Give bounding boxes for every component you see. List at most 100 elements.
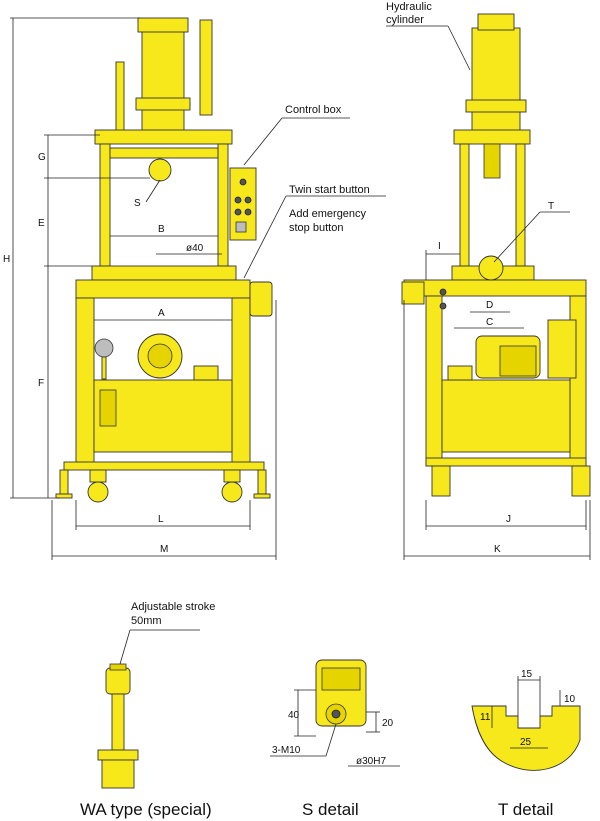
front-cylinder [141, 29, 185, 136]
side-frame-top [403, 279, 587, 297]
front-platen [109, 147, 219, 159]
pressure-gauge-icon [94, 338, 114, 358]
wa-stroke-knob [105, 667, 131, 695]
front-caster-right [221, 481, 243, 503]
dim-H: H [3, 254, 10, 265]
side-cylinder [471, 27, 521, 137]
front-oil-tank [93, 379, 233, 453]
side-top-plate [453, 129, 531, 145]
wa-type-detail: Adjustable stroke 50mm [97, 601, 215, 789]
side-pump [547, 319, 577, 379]
wa-cylinder-top [101, 759, 135, 789]
switch-icon [235, 221, 247, 233]
motor-body-icon [499, 345, 537, 377]
front-cylinder-cap [137, 17, 189, 33]
button-icon [244, 208, 252, 216]
caster-fork [89, 469, 107, 483]
dim-t25: 25 [520, 737, 532, 748]
s-block-top [321, 667, 361, 691]
side-column-right [515, 143, 526, 267]
wa-flange [97, 749, 139, 761]
side-frame-leg-left [425, 295, 443, 467]
leveling-foot [59, 469, 69, 495]
front-frame-top [75, 279, 251, 299]
front-cylinder-flange [135, 97, 191, 111]
dim-t10: 10 [564, 694, 576, 705]
side-column-left [459, 143, 470, 267]
dim-C: C [486, 317, 493, 328]
dim-T: T [548, 201, 554, 212]
wa-rod [111, 693, 125, 751]
side-caster-right [571, 465, 591, 497]
oil-level-gauge-icon [99, 389, 117, 427]
label-hydraulic-line1: Hydraulic [386, 1, 432, 13]
s-detail: 40 20 3-M10 ø30H7 [270, 659, 400, 767]
button-icon [244, 196, 252, 204]
dim-S: S [134, 198, 141, 209]
dim-M: M [160, 544, 168, 555]
front-base [63, 461, 265, 471]
front-view [55, 17, 273, 503]
front-labels: Control box Twin start button Add emerge… [243, 104, 386, 279]
label-emergency-line2: stop button [289, 222, 343, 234]
dim-I: I [438, 241, 441, 252]
dim-G: G [38, 152, 46, 163]
t-detail: 15 10 11 25 [471, 669, 581, 771]
dim-K: K [494, 544, 501, 555]
button-icon [439, 302, 447, 310]
dim-L: L [158, 514, 164, 525]
dim-t11: 11 [480, 712, 491, 723]
wa-knob-top [109, 663, 127, 671]
leveling-pad [55, 493, 73, 499]
gauge-pipe [101, 356, 107, 380]
label-adjustable-line1: Adjustable stroke [131, 601, 215, 613]
caster-fork [223, 469, 241, 483]
dim-F: F [38, 378, 44, 389]
front-ram-head [148, 158, 172, 182]
label-control-box: Control box [285, 104, 342, 116]
label-adjustable-line2: 50mm [131, 615, 162, 627]
side-control-box [401, 281, 425, 305]
button-icon [439, 288, 447, 296]
side-view [401, 13, 591, 497]
dim-phi30: ø30H7 [356, 756, 386, 767]
front-dimensions: H G E F S B ø40 A L M [3, 17, 277, 560]
dim-D: D [486, 300, 493, 311]
side-cylinder-flange [465, 99, 527, 113]
dim-E: E [38, 218, 45, 229]
caption-s-detail: S detail [302, 800, 359, 819]
front-column-right [217, 143, 229, 267]
front-column-left [99, 143, 111, 267]
label-hydraulic-line2: cylinder [386, 14, 424, 26]
front-valve-rod [199, 19, 213, 116]
front-oil-cap [193, 365, 219, 381]
side-dimensions: Hydraulic cylinder T I D C J K [386, 1, 591, 560]
dim-m10: 3-M10 [272, 745, 301, 756]
front-frame-leg-left [75, 297, 95, 467]
button-icon [234, 208, 242, 216]
dim-A: A [158, 308, 165, 319]
leveling-foot [257, 469, 267, 495]
label-twin-start-button: Twin start button [289, 184, 370, 196]
side-t-detail-circle [478, 255, 504, 281]
dim-J: J [506, 514, 511, 525]
caption-t-detail: T detail [498, 800, 553, 819]
t-slot-section [471, 705, 581, 771]
dim-s20: 20 [382, 718, 394, 729]
button-icon [234, 196, 242, 204]
front-top-plate [94, 129, 233, 145]
caption-wa-type: WA type (special) [80, 800, 212, 819]
dim-t15: 15 [521, 669, 533, 680]
front-junction-box [249, 281, 273, 317]
front-stroke-rod [115, 61, 125, 135]
s-bore-center-icon [331, 709, 341, 719]
leveling-pad [253, 493, 271, 499]
side-ram [483, 143, 501, 179]
front-bed-plate [91, 265, 237, 281]
side-oil-tank [441, 379, 571, 453]
side-cylinder-cap [477, 13, 515, 31]
start-button-icon [239, 178, 247, 186]
front-caster-left [87, 481, 109, 503]
side-oil-cap [447, 365, 473, 381]
